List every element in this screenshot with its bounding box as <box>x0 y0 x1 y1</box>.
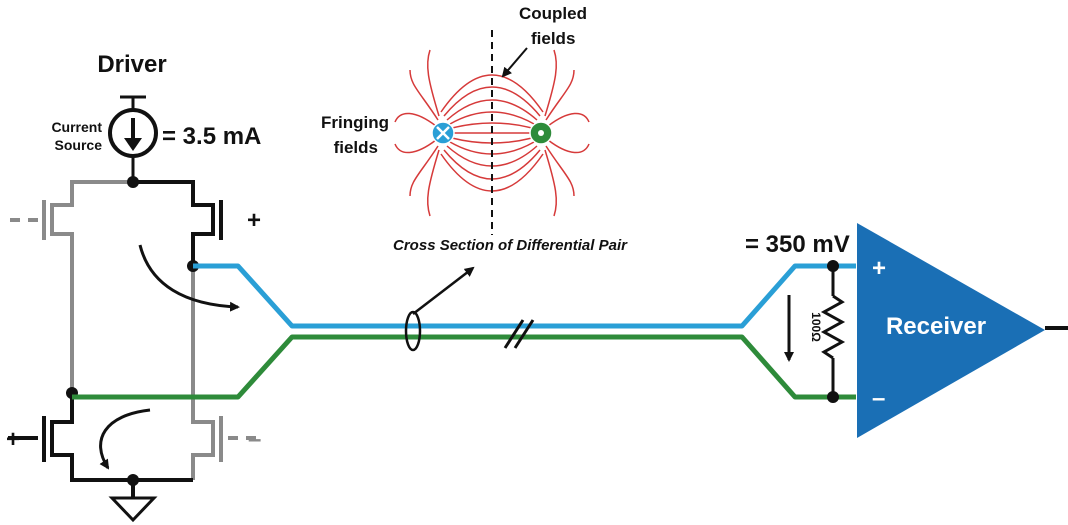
gate-plus-label: + <box>247 207 261 234</box>
current-flow-arrow <box>138 244 240 312</box>
active-current-path <box>8 180 223 498</box>
junction-dot <box>127 176 139 188</box>
voltage-label: = 350 mV <box>745 231 850 258</box>
current-source-label-1: Current <box>51 119 102 135</box>
current-value: = 3.5 mA <box>162 123 261 150</box>
junction-dot <box>827 391 839 403</box>
receiver-plus: + <box>872 255 886 282</box>
receiver-minus: – <box>872 385 885 412</box>
fringing-label-2: fields <box>334 138 378 157</box>
termination-resistor <box>820 266 846 397</box>
junction-dot <box>127 474 139 486</box>
coupled-label-2: fields <box>531 29 575 48</box>
cross-section-pointer <box>412 266 475 315</box>
negative-line <box>72 334 856 400</box>
gate-plus-bottom-label: + <box>6 426 20 453</box>
current-source-label-2: Source <box>55 137 103 153</box>
pair-marker <box>404 310 422 352</box>
inactive-current-path <box>10 180 262 480</box>
current-flow-arrow <box>99 408 151 470</box>
receiver-triangle <box>857 223 1045 438</box>
current-source-icon <box>108 95 158 182</box>
junction-dot <box>827 260 839 272</box>
ground-icon <box>108 496 158 523</box>
gate-minus-label: – <box>248 426 261 453</box>
resistor-value: 100Ω <box>809 312 823 342</box>
coupled-label-1: Coupled <box>519 4 587 23</box>
into-page-icon <box>431 121 455 145</box>
out-of-page-icon <box>529 121 553 145</box>
receiver-label: Receiver <box>886 313 986 340</box>
coupled-pointer <box>501 47 528 78</box>
line-break-icon <box>503 319 535 349</box>
cross-section-caption: Cross Section of Differential Pair <box>393 237 628 254</box>
fringing-label-1: Fringing <box>321 113 389 132</box>
positive-line <box>193 263 856 329</box>
driver-title: Driver <box>97 51 166 78</box>
